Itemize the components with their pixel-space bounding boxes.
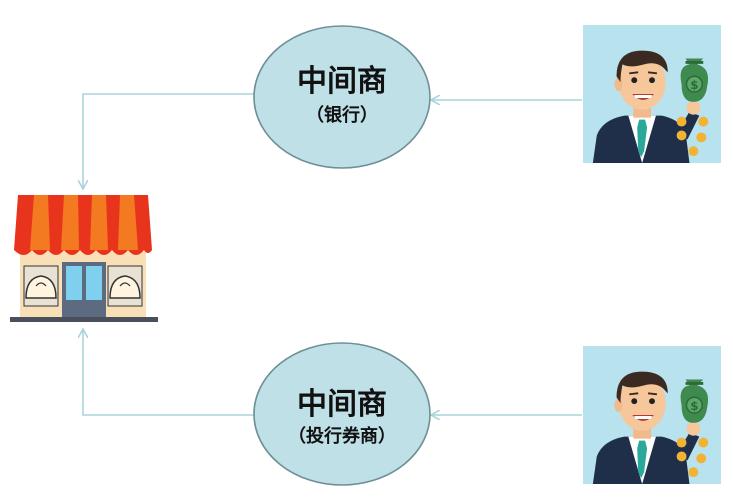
- node-broker-title: 中间商: [297, 387, 387, 422]
- arrow-bank-to-store: [83, 93, 254, 188]
- node-broker-ellipse: [253, 342, 431, 486]
- node-broker-subtitle: （投行券商）: [288, 425, 396, 447]
- node-broker: 中间商 （投行券商）: [253, 342, 431, 486]
- node-bank-ellipse: [253, 25, 431, 169]
- store-icon: [10, 195, 158, 322]
- node-bank: 中间商 （银行）: [253, 25, 431, 169]
- node-bank-title: 中间商: [297, 64, 387, 99]
- investor-icon: [583, 346, 721, 484]
- node-bank-subtitle: （银行）: [306, 104, 378, 126]
- arrow-broker-to-store: [83, 330, 254, 416]
- arrows: [83, 93, 582, 416]
- investor-icon: [583, 25, 721, 163]
